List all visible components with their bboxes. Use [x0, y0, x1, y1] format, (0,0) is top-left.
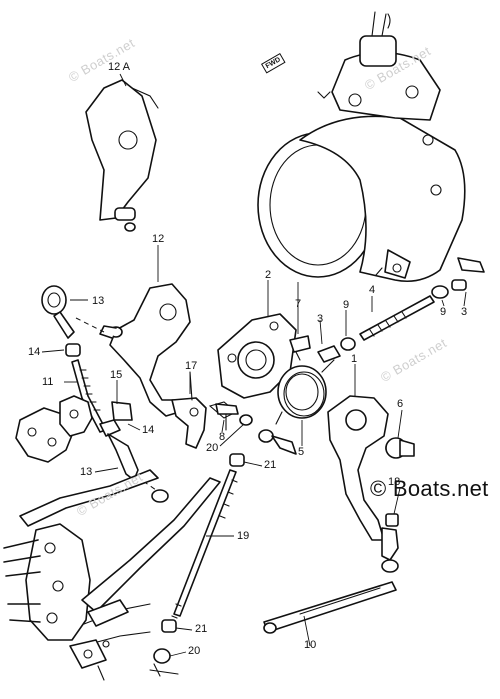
leader-lines [41, 73, 467, 657]
callout-13: 13 [92, 295, 105, 307]
callout-14: 14 [28, 346, 41, 358]
callout-4: 4 [369, 284, 376, 296]
callout-9: 9 [343, 299, 350, 311]
callout-21: 21 [195, 623, 208, 635]
callout-2: 2 [265, 269, 272, 281]
callout-8: 8 [219, 431, 226, 443]
callout-19: 19 [237, 530, 250, 542]
cable-19 [149, 414, 297, 677]
brand-label: © Boats.net [370, 476, 489, 501]
callout-20: 20 [188, 645, 201, 657]
callout-7: 7 [295, 298, 302, 310]
callout-5: 5 [298, 446, 305, 458]
callout-10: 10 [304, 639, 317, 651]
callout-12a: 12 A [108, 61, 131, 73]
bracket-2 [208, 313, 297, 419]
callout-6: 6 [397, 398, 404, 410]
remote-control-box [3, 469, 221, 681]
callout-1: 1 [351, 353, 358, 365]
rod-assembly-left [41, 285, 169, 503]
callout-20: 20 [206, 442, 219, 454]
strap-10 [263, 581, 397, 634]
lever-12 [99, 283, 191, 417]
callout-11: 11 [42, 376, 54, 388]
throttle-body [257, 11, 466, 283]
callout-17: 17 [185, 360, 198, 372]
callout-9: 9 [440, 306, 447, 318]
callout-14: 14 [142, 424, 155, 436]
callout-15: 15 [110, 369, 123, 381]
callout-18: 18 [388, 476, 401, 488]
callout-3: 3 [461, 306, 468, 318]
lever-17 [171, 371, 207, 449]
callout-12: 12 [152, 233, 165, 245]
spring-5 [275, 359, 335, 425]
callout-13: 13 [80, 466, 93, 478]
bracket-12a [85, 79, 159, 232]
callout-3: 3 [317, 313, 324, 325]
rod-4 [215, 257, 485, 431]
callout-21: 21 [264, 459, 277, 471]
linkage-cluster [15, 395, 93, 463]
bolt-6 [385, 437, 415, 459]
